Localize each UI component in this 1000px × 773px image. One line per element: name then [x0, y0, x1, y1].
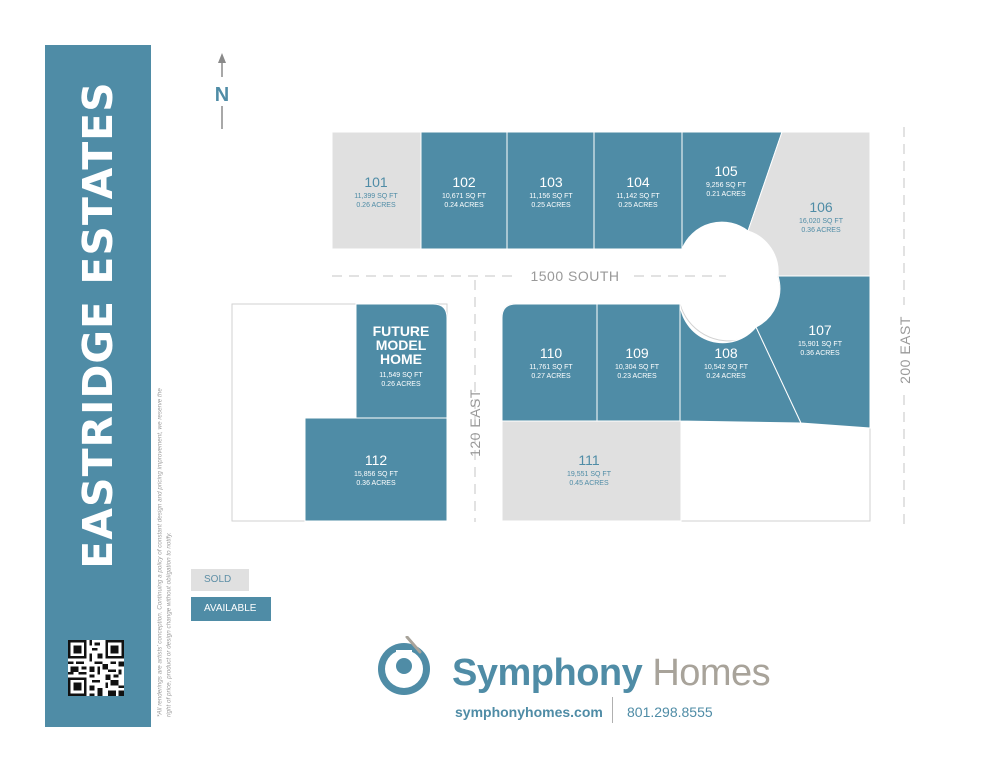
brand-website-link[interactable]: symphonyhomes.com: [455, 704, 603, 720]
brand-name-second: Homes: [652, 652, 771, 694]
lot-102-number: 102: [452, 174, 476, 190]
lot-108-acres: 0.24 ACRES: [706, 373, 746, 380]
lot-102-sqft: 10,671 SQ FT: [442, 193, 487, 200]
lot-106-sqft: 16,020 SQ FT: [799, 218, 844, 225]
lot-110[interactable]: [501, 303, 598, 422]
lot-102[interactable]: [420, 131, 508, 250]
legend-sold: SOLD: [191, 569, 249, 591]
lot-108-number: 108: [714, 345, 738, 361]
lot-104-number: 104: [626, 174, 650, 190]
lot-110-sqft: 11,761 SQ FT: [529, 364, 573, 371]
lot-106-number: 106: [809, 199, 833, 215]
lot-112-number: 112: [365, 452, 388, 468]
model-home-line1: FUTURE: [373, 323, 430, 339]
lot-111[interactable]: [501, 420, 682, 522]
lot-102-acres: 0.24 ACRES: [444, 202, 484, 209]
lot-110-acres: 0.27 ACRES: [531, 373, 571, 380]
lot-111-acres: 0.45 ACRES: [569, 480, 609, 487]
model-home-acres: 0.26 ACRES: [381, 381, 421, 388]
lot-112-acres: 0.36 ACRES: [356, 480, 396, 487]
lot-107-sqft: 15,901 SQ FT: [798, 341, 843, 348]
lot-101-number: 101: [364, 174, 388, 190]
lot-111-sqft: 19,551 SQ FT: [567, 471, 612, 478]
lot-107-number: 107: [808, 322, 832, 338]
lot-101-acres: 0.26 ACRES: [356, 202, 396, 209]
lot-111-number: 111: [578, 452, 599, 468]
brand-separator: [612, 697, 613, 723]
road-centerlines: [332, 127, 905, 524]
lot-112-sqft: 15,856 SQ FT: [354, 471, 399, 478]
qr-code-icon[interactable]: [68, 640, 124, 696]
brand-name: Symphony Homes: [452, 652, 771, 695]
lot-future-model-home[interactable]: [355, 303, 448, 419]
lot-104-acres: 0.25 ACRES: [618, 202, 658, 209]
lot-112[interactable]: [304, 417, 448, 522]
lot-105-number: 105: [714, 163, 738, 179]
lot-108-sqft: 10,542 SQ FT: [704, 364, 749, 371]
brand-name-first: Symphony: [452, 652, 643, 694]
lot-105[interactable]: [681, 131, 783, 250]
road-1500-south: 1500 SOUTH: [530, 268, 619, 284]
lot-105-acres: 0.21 ACRES: [706, 191, 746, 198]
model-home-sqft: 11,549 SQ FT: [379, 372, 423, 379]
lot-103[interactable]: [506, 131, 595, 250]
lot-101-sqft: 11,399 SQ FT: [354, 193, 398, 200]
brand-phone[interactable]: 801.298.8555: [627, 704, 713, 720]
lot-109-acres: 0.23 ACRES: [617, 373, 657, 380]
lot-105-sqft: 9,256 SQ FT: [706, 182, 747, 189]
north-arrow-icon: [218, 53, 226, 129]
symphony-logo-icon: [378, 636, 430, 695]
lot-109-number: 109: [625, 345, 649, 361]
legend-available: AVAILABLE: [191, 597, 271, 621]
lot-110-number: 110: [540, 345, 563, 361]
lot-104-sqft: 11,142 SQ FT: [616, 193, 660, 200]
title-band: [45, 45, 151, 727]
lot-103-sqft: 11,156 SQ FT: [529, 193, 573, 200]
model-home-line3: HOME: [380, 351, 422, 367]
lot-101[interactable]: [331, 131, 422, 250]
lot-103-number: 103: [539, 174, 563, 190]
model-home-line2: MODEL: [376, 337, 427, 353]
lot-104[interactable]: [593, 131, 683, 250]
lot-109[interactable]: [596, 303, 681, 422]
lot-106-acres: 0.36 ACRES: [801, 227, 841, 234]
road-200-east: 200 EAST: [897, 316, 913, 384]
compass-label: N: [215, 84, 229, 106]
road-120-east: 120 EAST: [467, 389, 483, 457]
lot-109-sqft: 10,304 SQ FT: [615, 364, 660, 371]
lot-107[interactable]: [755, 275, 871, 429]
lot-107-acres: 0.36 ACRES: [800, 350, 840, 357]
lot-103-acres: 0.25 ACRES: [531, 202, 571, 209]
